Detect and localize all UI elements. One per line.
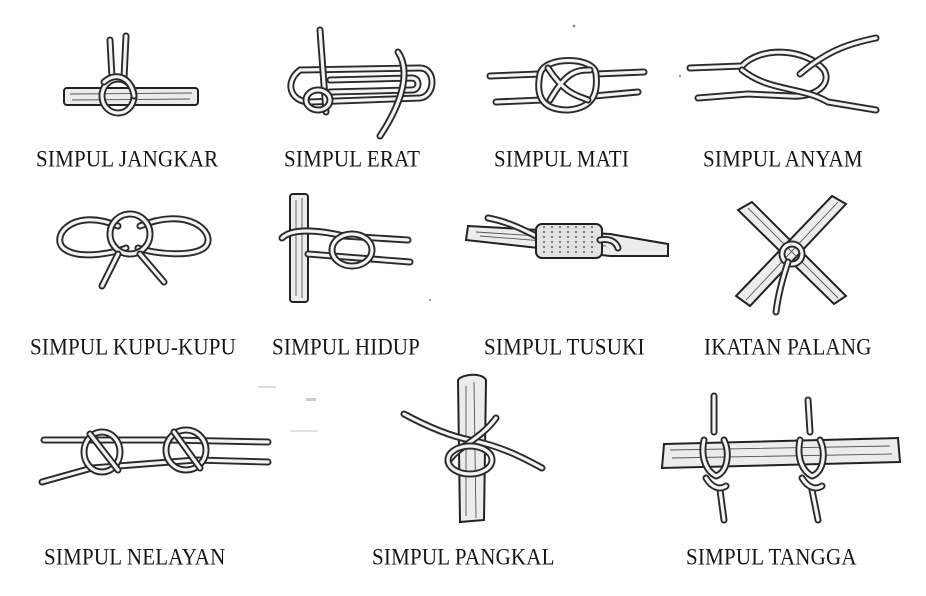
simpul-anyam-illustration xyxy=(686,34,880,114)
label-simpul-hidup: SIMPUL HIDUP xyxy=(272,334,421,360)
simpul-hidup-illustration xyxy=(278,193,414,303)
simpul-tusuki-illustration xyxy=(464,214,669,259)
label-simpul-mati: SIMPUL MATI xyxy=(494,146,630,172)
label-simpul-tusuki: SIMPUL TUSUKI xyxy=(484,334,645,360)
simpul-pangkal-illustration xyxy=(400,373,546,524)
label-simpul-anyam: SIMPUL ANYAM xyxy=(703,146,863,172)
simpul-kupu-kupu-illustration xyxy=(56,210,212,290)
simpul-nelayan-illustration xyxy=(38,426,272,486)
scan-specks xyxy=(258,24,682,432)
simpul-tangga-illustration xyxy=(660,392,902,524)
simpul-erat-illustration xyxy=(287,26,436,140)
label-simpul-kupu-kupu: SIMPUL KUPU-KUPU xyxy=(30,334,237,360)
label-simpul-nelayan: SIMPUL NELAYAN xyxy=(44,544,226,570)
simpul-mati-illustration xyxy=(486,57,648,114)
label-simpul-tangga: SIMPUL TANGGA xyxy=(686,544,857,570)
label-simpul-pangkal: SIMPUL PANGKAL xyxy=(372,544,555,570)
simpul-jangkar-illustration xyxy=(63,32,199,117)
label-ikatan-palang: IKATAN PALANG xyxy=(704,334,872,360)
label-simpul-erat: SIMPUL ERAT xyxy=(284,146,421,172)
ikatan-palang-illustration xyxy=(734,194,848,316)
label-simpul-jangkar: SIMPUL JANGKAR xyxy=(36,146,219,172)
